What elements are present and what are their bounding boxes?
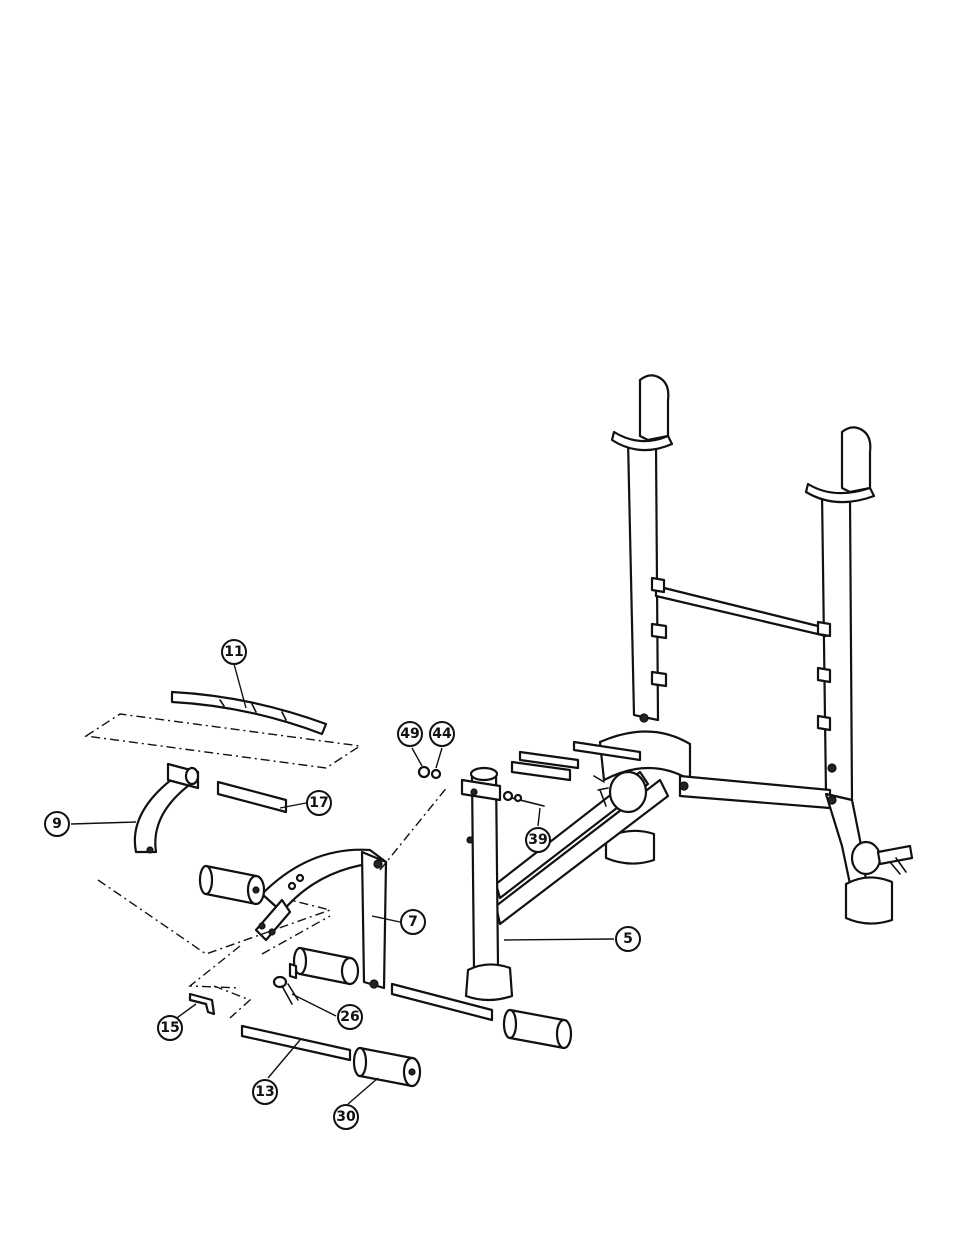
callout-11: 11 [222, 640, 246, 664]
callout-15-label: 15 [160, 1020, 179, 1036]
main-frame [462, 742, 668, 1000]
callout-44-label: 44 [432, 726, 452, 742]
callout-49: 49 [398, 722, 422, 746]
callout-49-label: 49 [400, 726, 419, 742]
callout-17: 17 [307, 791, 331, 815]
callout-5-label: 5 [623, 931, 633, 947]
callout-26-label: 26 [340, 1009, 359, 1025]
callout-7: 7 [401, 910, 425, 934]
upright-frame [600, 375, 912, 923]
callout-30: 30 [334, 1105, 358, 1129]
callout-17-label: 17 [309, 795, 328, 811]
callout-9: 9 [45, 812, 69, 836]
curl-bar-11 [172, 692, 326, 734]
callout-39-label: 39 [528, 832, 547, 848]
callout-7-label: 7 [408, 914, 418, 930]
callout-9-label: 9 [52, 816, 62, 832]
callout-13-label: 13 [255, 1084, 274, 1100]
assembly-lines [86, 714, 448, 1018]
callout-39: 39 [526, 828, 550, 852]
callout-30-label: 30 [336, 1109, 356, 1125]
callout-11-label: 11 [224, 644, 243, 660]
arm-bracket-9 [135, 764, 286, 853]
callout-5: 5 [616, 927, 640, 951]
callout-13: 13 [253, 1080, 277, 1104]
callout-44: 44 [430, 722, 454, 746]
callout-26: 26 [338, 1005, 362, 1029]
callout-15: 15 [158, 1016, 182, 1040]
